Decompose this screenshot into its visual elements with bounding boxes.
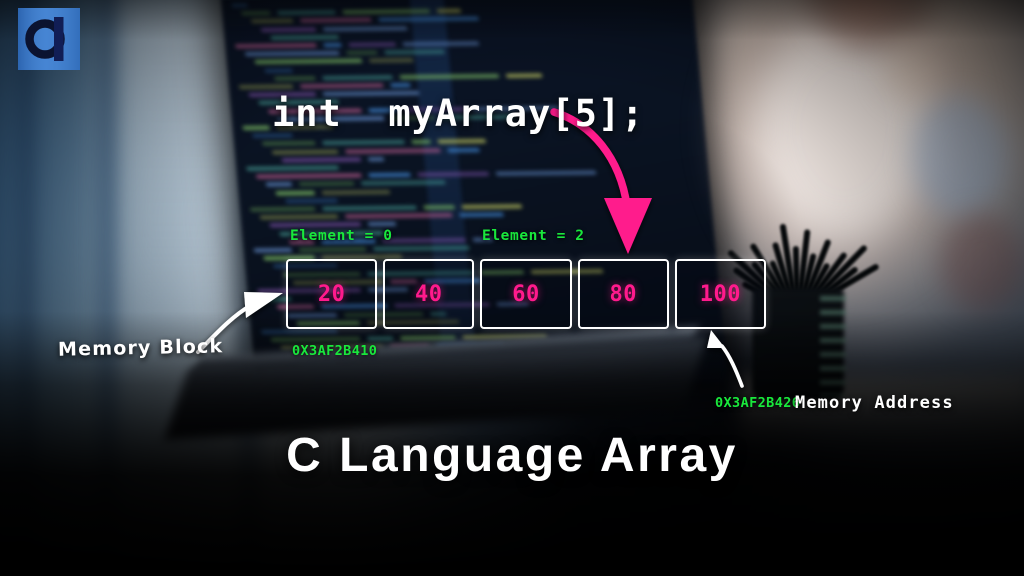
array-cell-value: 100 <box>699 281 742 307</box>
array-cell[interactable]: 60 <box>480 259 572 329</box>
array-cell-value: 60 <box>512 281 540 307</box>
element-label-0: Element = 0 <box>290 228 393 244</box>
array-declaration-text: int myArray[5]; <box>272 92 645 135</box>
letter-a-logo-icon <box>18 8 80 70</box>
element-label-2: Element = 2 <box>482 228 585 244</box>
bottom-fade <box>0 311 1024 576</box>
end-address-label: 0X3AF2B426 <box>715 395 801 411</box>
start-address-label: 0X3AF2B410 <box>292 343 378 359</box>
memory-block-label: Memory Block <box>57 335 224 361</box>
array-cell-value: 20 <box>317 281 346 307</box>
array-cell-value: 40 <box>415 281 443 307</box>
page-title: C Language Array <box>286 429 738 482</box>
array-cell[interactable]: 20 <box>286 259 378 329</box>
array-cell[interactable]: 80 <box>577 259 669 329</box>
array-cell-value: 80 <box>609 281 637 307</box>
array-cell[interactable]: 40 <box>383 259 475 329</box>
array-cell[interactable]: 100 <box>674 259 767 329</box>
memory-address-label: Memory Address <box>795 393 954 413</box>
array-cells: 20 40 60 80 100 <box>286 259 767 329</box>
brand-logo[interactable] <box>18 8 80 70</box>
